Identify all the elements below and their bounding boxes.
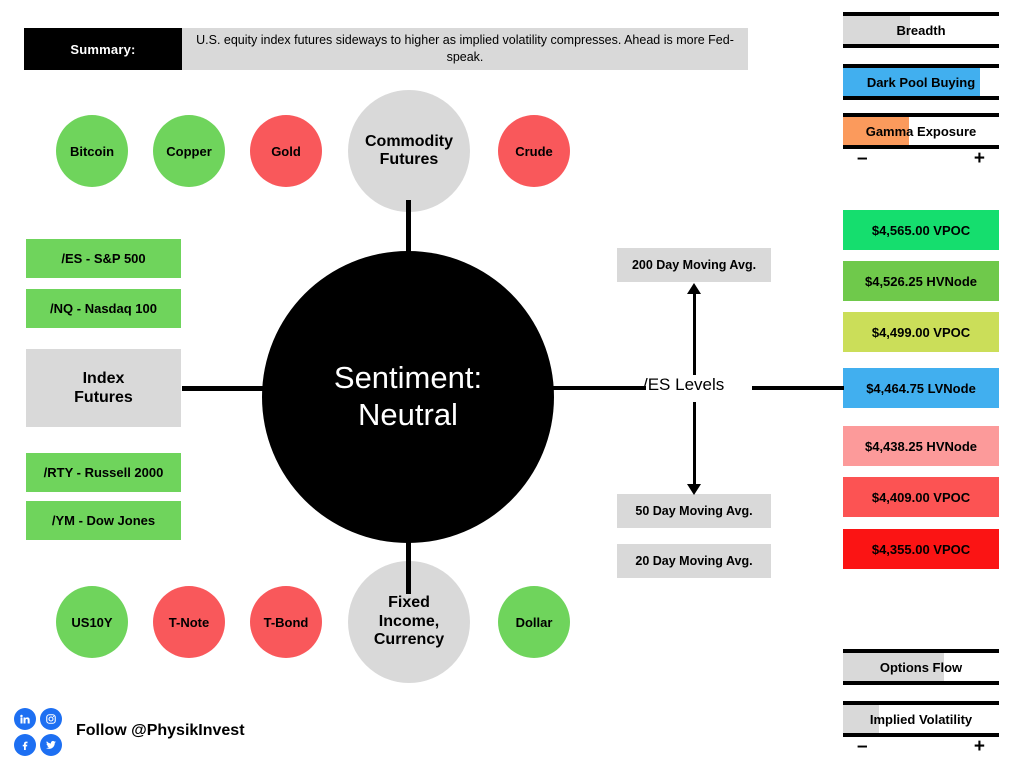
- index-futures-hub-label: Index Futures: [74, 369, 133, 406]
- connector-commodity-to-center: [406, 200, 411, 260]
- fixedincome-circle-us10y[interactable]: US10Y: [56, 586, 128, 658]
- price-level-label: $4,499.00 VPOC: [871, 324, 971, 340]
- fixedincome-circle-tnote[interactable]: T-Note: [153, 586, 225, 658]
- price-level-label: $4,464.75 LVNode: [866, 380, 976, 396]
- price-level-label: $4,438.25 HVNode: [864, 438, 977, 454]
- gauge-options-flow-fill: [843, 653, 945, 681]
- gauge-scale-plus-icon: +: [973, 148, 985, 169]
- gauge-gamma-exposure[interactable]: Gamma Exposure: [843, 113, 999, 149]
- summary-label: Summary:: [24, 28, 182, 70]
- gauge-breadth-fill: [843, 16, 911, 44]
- linkedin-icon[interactable]: [14, 708, 36, 730]
- gauge-dark-pool-buying[interactable]: Dark Pool Buying: [843, 64, 999, 100]
- index-future-nq[interactable]: /NQ - Nasdaq 100: [26, 289, 181, 328]
- instagram-icon[interactable]: [40, 708, 62, 730]
- social-links: [14, 708, 62, 756]
- moving-average-50day[interactable]: 50 Day Moving Avg.: [617, 494, 771, 528]
- connector-center-to-eslevels: [534, 386, 646, 390]
- commodity-futures-hub[interactable]: Commodity Futures: [348, 90, 470, 212]
- index-futures-hub[interactable]: Index Futures: [26, 349, 181, 427]
- price-level-label: $4,409.00 VPOC: [871, 489, 971, 505]
- price-level-chip[interactable]: $4,526.25 HVNode: [843, 261, 999, 301]
- price-level-chip[interactable]: $4,565.00 VPOC: [843, 210, 999, 250]
- price-level-label: $4,526.25 HVNode: [864, 273, 977, 289]
- gauge-breadth-label: Breadth: [896, 22, 946, 38]
- fixedincome-circle-tbond-label: T-Bond: [263, 614, 309, 630]
- arrow-head-up-icon: [687, 283, 701, 294]
- arrow-line-up: [693, 292, 696, 375]
- moving-average-20day-label: 20 Day Moving Avg.: [635, 554, 753, 568]
- commodity-circle-bitcoin[interactable]: Bitcoin: [56, 115, 128, 187]
- price-level-chip[interactable]: $4,409.00 VPOC: [843, 477, 999, 517]
- gauge-gamma-exposure-fill: [843, 117, 909, 145]
- gauge-options-flow-label: Options Flow: [879, 659, 963, 675]
- index-future-ym[interactable]: /YM - Dow Jones: [26, 501, 181, 540]
- index-future-nq-label: /NQ - Nasdaq 100: [50, 301, 157, 316]
- sentiment-center-label: Sentiment: Neutral: [333, 360, 483, 432]
- sentiment-center-node[interactable]: Sentiment: Neutral: [262, 251, 554, 543]
- commodity-circle-bitcoin-label: Bitcoin: [69, 143, 115, 159]
- gauge-implied-volatility[interactable]: Implied Volatility: [843, 701, 999, 737]
- summary-banner: Summary: U.S. equity index futures sidew…: [24, 28, 748, 70]
- price-level-chip[interactable]: $4,355.00 VPOC: [843, 529, 999, 569]
- gauge-dark-pool-buying-fill: [843, 68, 981, 96]
- moving-average-200day-label: 200 Day Moving Avg.: [631, 258, 757, 272]
- moving-average-200day[interactable]: 200 Day Moving Avg.: [617, 248, 771, 282]
- price-level-label: $4,565.00 VPOC: [871, 222, 971, 238]
- gauge-scale-minus-icon: –: [857, 736, 868, 757]
- gauge-scale-plus-icon: +: [973, 736, 985, 757]
- fixedincome-circle-dollar-label: Dollar: [515, 614, 553, 630]
- gauge-dark-pool-buying-label: Dark Pool Buying: [866, 74, 976, 90]
- gauge-gamma-exposure-label: Gamma Exposure: [865, 123, 977, 139]
- fixedincome-circle-dollar[interactable]: Dollar: [498, 586, 570, 658]
- commodity-futures-hub-label: Commodity Futures: [365, 132, 453, 168]
- fixedincome-circle-tbond[interactable]: T-Bond: [250, 586, 322, 658]
- price-level-chip[interactable]: $4,464.75 LVNode: [843, 368, 999, 408]
- moving-average-20day[interactable]: 20 Day Moving Avg.: [617, 544, 771, 578]
- connector-indexfutures-to-center: [182, 386, 282, 391]
- price-level-chip[interactable]: $4,438.25 HVNode: [843, 426, 999, 466]
- fixed-income-hub-label: Fixed Income, Currency: [373, 594, 445, 649]
- commodity-circle-copper[interactable]: Copper: [153, 115, 225, 187]
- fixedincome-circle-us10y-label: US10Y: [71, 614, 113, 630]
- commodity-circle-gold[interactable]: Gold: [250, 115, 322, 187]
- gauge-options-flow[interactable]: Options Flow: [843, 649, 999, 685]
- fixedincome-circle-tnote-label: T-Note: [168, 614, 210, 630]
- price-level-chip[interactable]: $4,499.00 VPOC: [843, 312, 999, 352]
- gauge-scale-minus-icon: –: [857, 148, 868, 169]
- connector-center-to-fixedincome: [406, 534, 411, 594]
- follow-text: Follow @PhysikInvest: [76, 722, 245, 739]
- commodity-circle-gold-label: Gold: [271, 143, 301, 159]
- price-level-label: $4,355.00 VPOC: [871, 541, 971, 557]
- commodity-circle-copper-label: Copper: [166, 143, 212, 159]
- arrow-line-down: [693, 402, 696, 485]
- commodity-circle-crude-label: Crude: [515, 143, 553, 159]
- commodity-circle-crude[interactable]: Crude: [498, 115, 570, 187]
- gauge-scale-bottom: – +: [843, 736, 999, 757]
- gauge-scale-top: – +: [843, 148, 999, 169]
- summary-text: U.S. equity index futures sideways to hi…: [182, 28, 748, 70]
- index-future-es-label: /ES - S&P 500: [61, 251, 146, 266]
- index-future-rty[interactable]: /RTY - Russell 2000: [26, 453, 181, 492]
- connector-eslevels-to-levels: [752, 386, 844, 390]
- index-future-es[interactable]: /ES - S&P 500: [26, 239, 181, 278]
- index-future-ym-label: /YM - Dow Jones: [51, 513, 156, 528]
- moving-average-50day-label: 50 Day Moving Avg.: [635, 504, 753, 518]
- twitter-icon[interactable]: [40, 734, 62, 756]
- gauge-implied-volatility-fill: [843, 705, 879, 733]
- facebook-icon[interactable]: [14, 734, 36, 756]
- gauge-implied-volatility-label: Implied Volatility: [869, 711, 973, 727]
- es-levels-label: /ES Levels: [643, 375, 725, 394]
- gauge-breadth[interactable]: Breadth: [843, 12, 999, 48]
- index-future-rty-label: /RTY - Russell 2000: [43, 465, 164, 480]
- arrow-head-down-icon: [687, 484, 701, 495]
